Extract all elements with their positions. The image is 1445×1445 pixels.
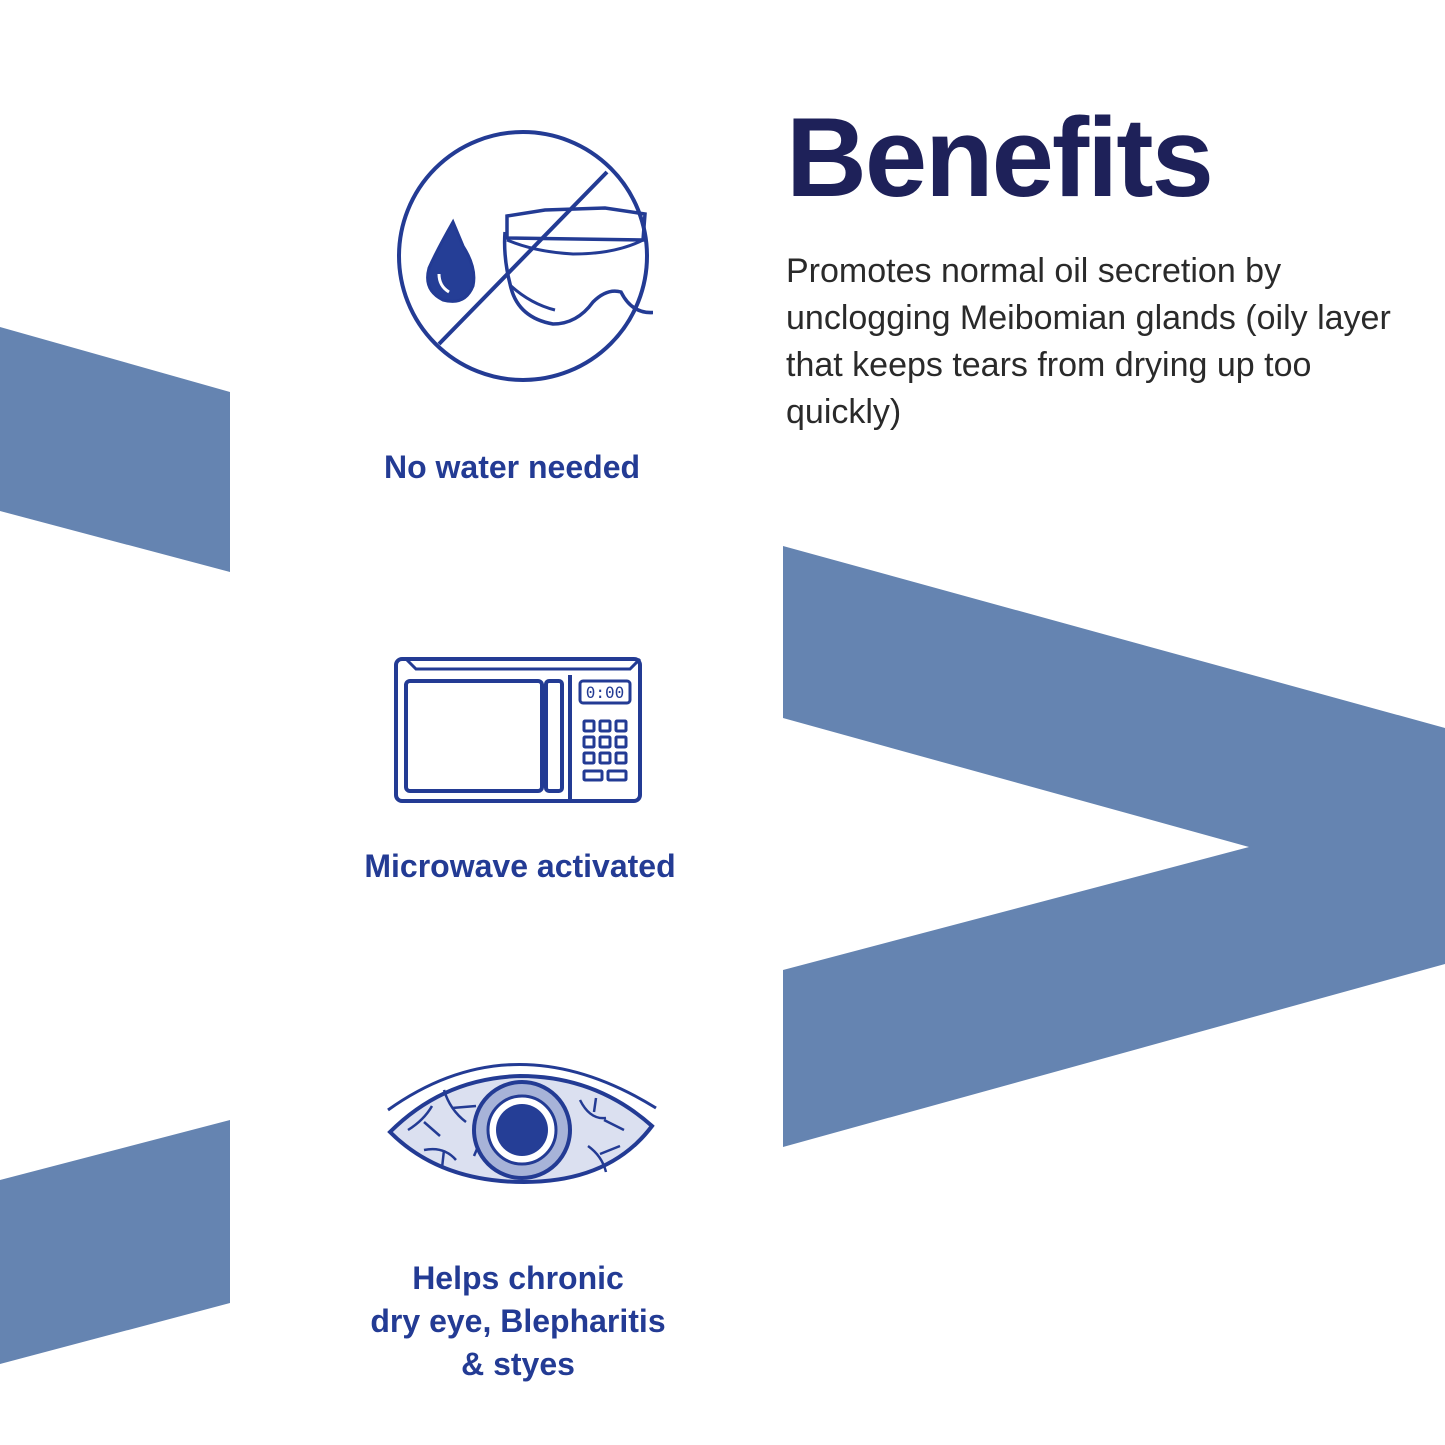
left-lower-band bbox=[0, 1120, 230, 1364]
benefits-title: Benefits bbox=[786, 95, 1214, 220]
no-water-icon bbox=[397, 130, 653, 382]
microwave-icon: 0:00 bbox=[394, 657, 642, 803]
feature-label-eye: Helps chronic dry eye, Blepharitis & sty… bbox=[318, 1257, 718, 1386]
feature-label-eye-line-3: & styes bbox=[461, 1346, 575, 1382]
feature-label-no-water: No water needed bbox=[383, 449, 641, 485]
feature-label-eye-line-2: dry eye, Blepharitis bbox=[370, 1303, 666, 1339]
feature-label-microwave: Microwave activated bbox=[364, 848, 676, 884]
left-upper-band bbox=[0, 327, 230, 572]
benefits-description: Promotes normal oil secretion by unclogg… bbox=[786, 252, 1391, 431]
feature-label-eye-line-1: Helps chronic bbox=[412, 1260, 624, 1296]
microwave-display: 0:00 bbox=[586, 683, 625, 702]
right-chevron bbox=[783, 546, 1445, 1147]
eye-icon bbox=[387, 1063, 657, 1185]
